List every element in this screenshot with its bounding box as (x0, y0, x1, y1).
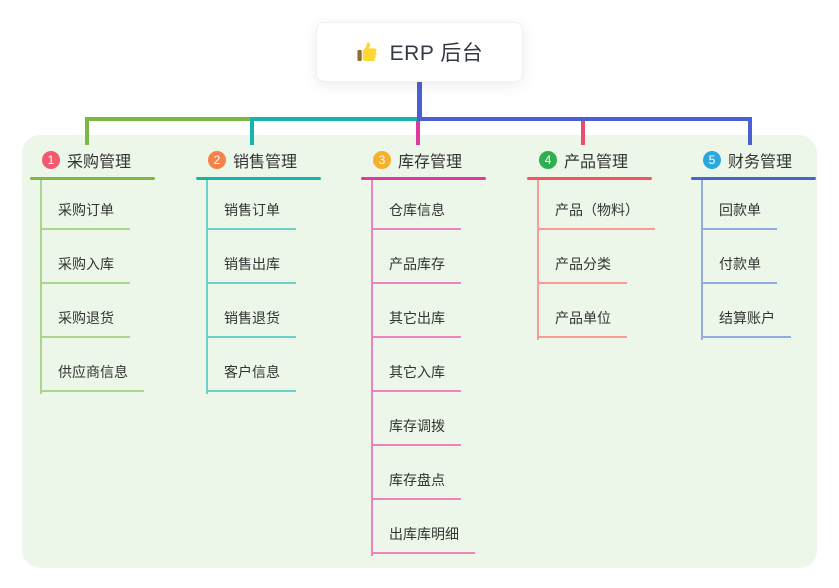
branch-header-purchase[interactable]: 1 采购管理 (30, 148, 180, 172)
connector-segment-blue (417, 117, 752, 121)
child-node[interactable]: 采购入库 (40, 254, 130, 284)
branch-header-product[interactable]: 4 产品管理 (527, 148, 677, 172)
root-node[interactable]: ERP 后台 (316, 22, 523, 82)
child-node[interactable]: 产品分类 (537, 254, 627, 284)
child-node[interactable]: 产品库存 (371, 254, 461, 284)
child-node[interactable]: 销售订单 (206, 200, 296, 230)
child-node[interactable]: 结算账户 (701, 308, 791, 338)
child-node[interactable]: 供应商信息 (40, 362, 144, 392)
child-node[interactable]: 采购退货 (40, 308, 130, 338)
connector-drop-inventory (416, 121, 420, 145)
branch-header-inventory[interactable]: 3 库存管理 (361, 148, 511, 172)
child-node[interactable]: 付款单 (701, 254, 777, 284)
branch-header-sales[interactable]: 2 销售管理 (196, 148, 346, 172)
connector-drop-sales (250, 117, 254, 145)
child-node[interactable]: 客户信息 (206, 362, 296, 392)
mindmap-panel (22, 135, 817, 568)
child-node[interactable]: 产品单位 (537, 308, 627, 338)
branch-header-finance[interactable]: 5 财务管理 (691, 148, 839, 172)
child-node[interactable]: 销售出库 (206, 254, 296, 284)
thumbs-up-icon (356, 40, 380, 64)
branch-underline (30, 177, 155, 180)
branch-underline (691, 177, 816, 180)
connector-segment-teal (250, 117, 417, 121)
branch-number-badge: 4 (539, 151, 557, 169)
child-node[interactable]: 其它入库 (371, 362, 461, 392)
branch-children-connector (40, 180, 42, 394)
branch-inventory: 3 库存管理 仓库信息 产品库存 其它出库 其它入库 库存调拨 库存盘点 出库库… (361, 148, 511, 556)
child-node[interactable]: 销售退货 (206, 308, 296, 338)
branch-title: 财务管理 (728, 154, 793, 171)
connector-root-stem (417, 80, 422, 121)
child-node[interactable]: 出库库明细 (371, 524, 475, 554)
branch-children-connector (701, 180, 703, 340)
connector-drop-finance (748, 117, 752, 145)
child-node[interactable]: 仓库信息 (371, 200, 461, 230)
branch-children-connector (537, 180, 539, 340)
branch-title: 库存管理 (398, 154, 463, 171)
branch-number-badge: 5 (703, 151, 721, 169)
branch-sales: 2 销售管理 销售订单 销售出库 销售退货 客户信息 (196, 148, 346, 394)
branch-product: 4 产品管理 产品（物料） 产品分类 产品单位 (527, 148, 677, 340)
child-node[interactable]: 采购订单 (40, 200, 130, 230)
child-node[interactable]: 产品（物料） (537, 200, 655, 230)
branch-title: 采购管理 (67, 154, 132, 171)
branch-children-connector (371, 180, 373, 556)
branch-title: 销售管理 (233, 154, 298, 171)
root-title: ERP 后台 (389, 42, 484, 65)
child-node[interactable]: 其它出库 (371, 308, 461, 338)
branch-purchase: 1 采购管理 采购订单 采购入库 采购退货 供应商信息 (30, 148, 180, 394)
branch-underline (527, 177, 652, 180)
connector-drop-product (581, 121, 585, 145)
branch-underline (361, 177, 486, 180)
child-node[interactable]: 库存盘点 (371, 470, 461, 500)
child-node[interactable]: 回款单 (701, 200, 777, 230)
branch-number-badge: 1 (42, 151, 60, 169)
child-node[interactable]: 库存调拨 (371, 416, 461, 446)
branch-children-connector (206, 180, 208, 394)
connector-drop-purchase (85, 117, 89, 145)
branch-title: 产品管理 (564, 154, 629, 171)
branch-number-badge: 2 (208, 151, 226, 169)
branch-number-badge: 3 (373, 151, 391, 169)
branch-underline (196, 177, 321, 180)
connector-segment-green (85, 117, 254, 121)
branch-finance: 5 财务管理 回款单 付款单 结算账户 (691, 148, 839, 340)
